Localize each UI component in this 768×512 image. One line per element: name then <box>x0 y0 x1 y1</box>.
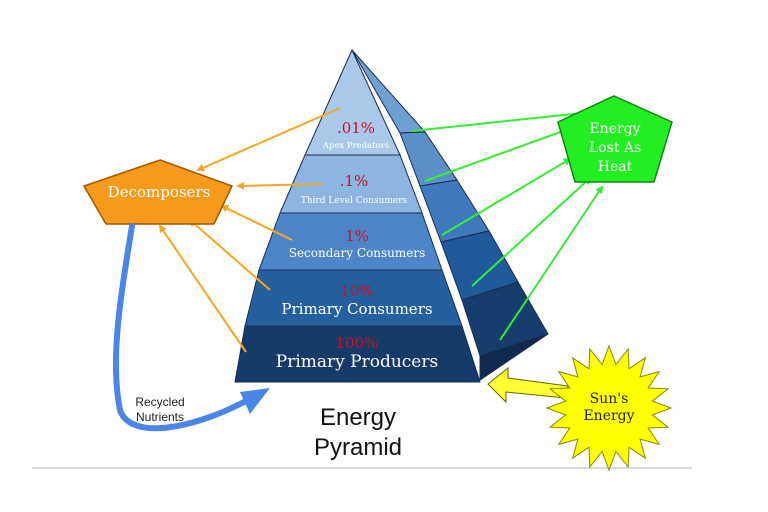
level-4-percent: 10% <box>340 282 373 300</box>
level-labels: .01% Apex Predators .1% Third Level Cons… <box>276 119 438 372</box>
level-2-percent: .1% <box>340 172 369 190</box>
side-face-3 <box>419 179 490 243</box>
pyramid-front <box>234 48 481 383</box>
green-arrow-3 <box>441 157 572 236</box>
green-arrow-1 <box>411 108 594 132</box>
green-arrow-2 <box>424 128 568 182</box>
level-1-label: Apex Predators <box>322 141 389 151</box>
title-line1: Energy <box>320 404 396 431</box>
side-face-6 <box>479 333 549 381</box>
level-1-percent: .01% <box>337 119 375 137</box>
level-4-label: Primary Consumers <box>281 300 432 318</box>
level-5-percent: 100% <box>336 334 379 352</box>
recycled-nutrients-arrow <box>112 223 270 432</box>
sun-energy-arrow <box>487 366 569 404</box>
blue-arrow-shaft <box>112 223 247 432</box>
heat-shape <box>557 95 673 183</box>
sun-label-line1: Sun's <box>590 391 629 407</box>
pyramid-side-faces <box>351 49 549 381</box>
sun-node: Sun's Energy <box>545 344 673 472</box>
sun-shape <box>545 344 673 472</box>
heat-node: Energy Lost As Heat <box>557 95 673 183</box>
orange-arrow-1 <box>196 107 341 172</box>
green-arrow-4 <box>471 176 592 287</box>
green-arrow-5 <box>499 185 604 341</box>
recycled-label-line1: Recycled <box>135 395 184 409</box>
level-3-label: Secondary Consumers <box>289 246 426 260</box>
level-2-label: Third Level Consumers <box>301 196 408 206</box>
orange-arrow-4 <box>188 218 271 291</box>
decomposers-label: Decomposers <box>108 183 211 201</box>
orange-arrow-3 <box>220 205 293 241</box>
recycled-label-line2: Nutrients <box>136 410 184 424</box>
title-line2: Pyramid <box>314 434 402 461</box>
decomposers-node: Decomposers <box>82 159 234 225</box>
level-producers <box>234 325 481 383</box>
heat-loss-arrows <box>411 108 604 341</box>
heat-label-line2: Lost As <box>589 140 641 156</box>
sun-label-line2: Energy <box>583 408 634 424</box>
orange-arrow-2 <box>236 181 323 190</box>
decomposers-shape <box>82 159 234 225</box>
heat-label-line1: Energy <box>589 121 640 137</box>
decomposition-arrows <box>158 107 341 353</box>
level-3-percent: 1% <box>345 227 369 245</box>
blue-arrow-head <box>240 388 270 414</box>
orange-arrow-5 <box>158 224 247 353</box>
level-5-label: Primary Producers <box>276 352 438 372</box>
heat-label-line3: Heat <box>598 159 633 175</box>
